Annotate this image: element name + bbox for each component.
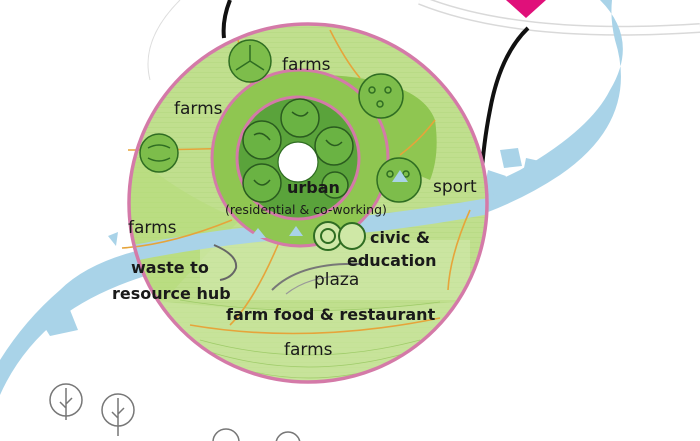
markers <box>250 170 408 238</box>
tree-icons <box>49 383 301 441</box>
label-waste-to: waste to <box>131 258 209 277</box>
label-sport: sport <box>433 177 477 197</box>
label-farms-left: farms <box>174 99 223 119</box>
civic-circles <box>313 221 366 251</box>
plaza-arc <box>271 262 361 291</box>
label-urban-sub: (residential & co-working) <box>225 202 387 217</box>
access-road-north <box>221 0 232 39</box>
magenta-marker <box>506 0 546 18</box>
label-plaza: plaza <box>314 270 359 290</box>
label-farms-top: farms <box>282 55 331 75</box>
waste-hub-arc <box>213 244 238 281</box>
label-resource-hub: resource hub <box>112 284 231 303</box>
label-farm-food: farm food & restaurant <box>226 305 436 324</box>
label-civic: civic & <box>370 228 430 247</box>
site-circle <box>121 22 489 384</box>
label-farms-bottom: farms <box>284 340 333 360</box>
label-farms-west: farms <box>128 218 177 238</box>
urban-clusters <box>242 98 354 203</box>
label-urban: urban <box>287 178 340 197</box>
farm-pods <box>139 39 422 203</box>
label-education: education <box>347 251 437 270</box>
river <box>0 0 623 395</box>
